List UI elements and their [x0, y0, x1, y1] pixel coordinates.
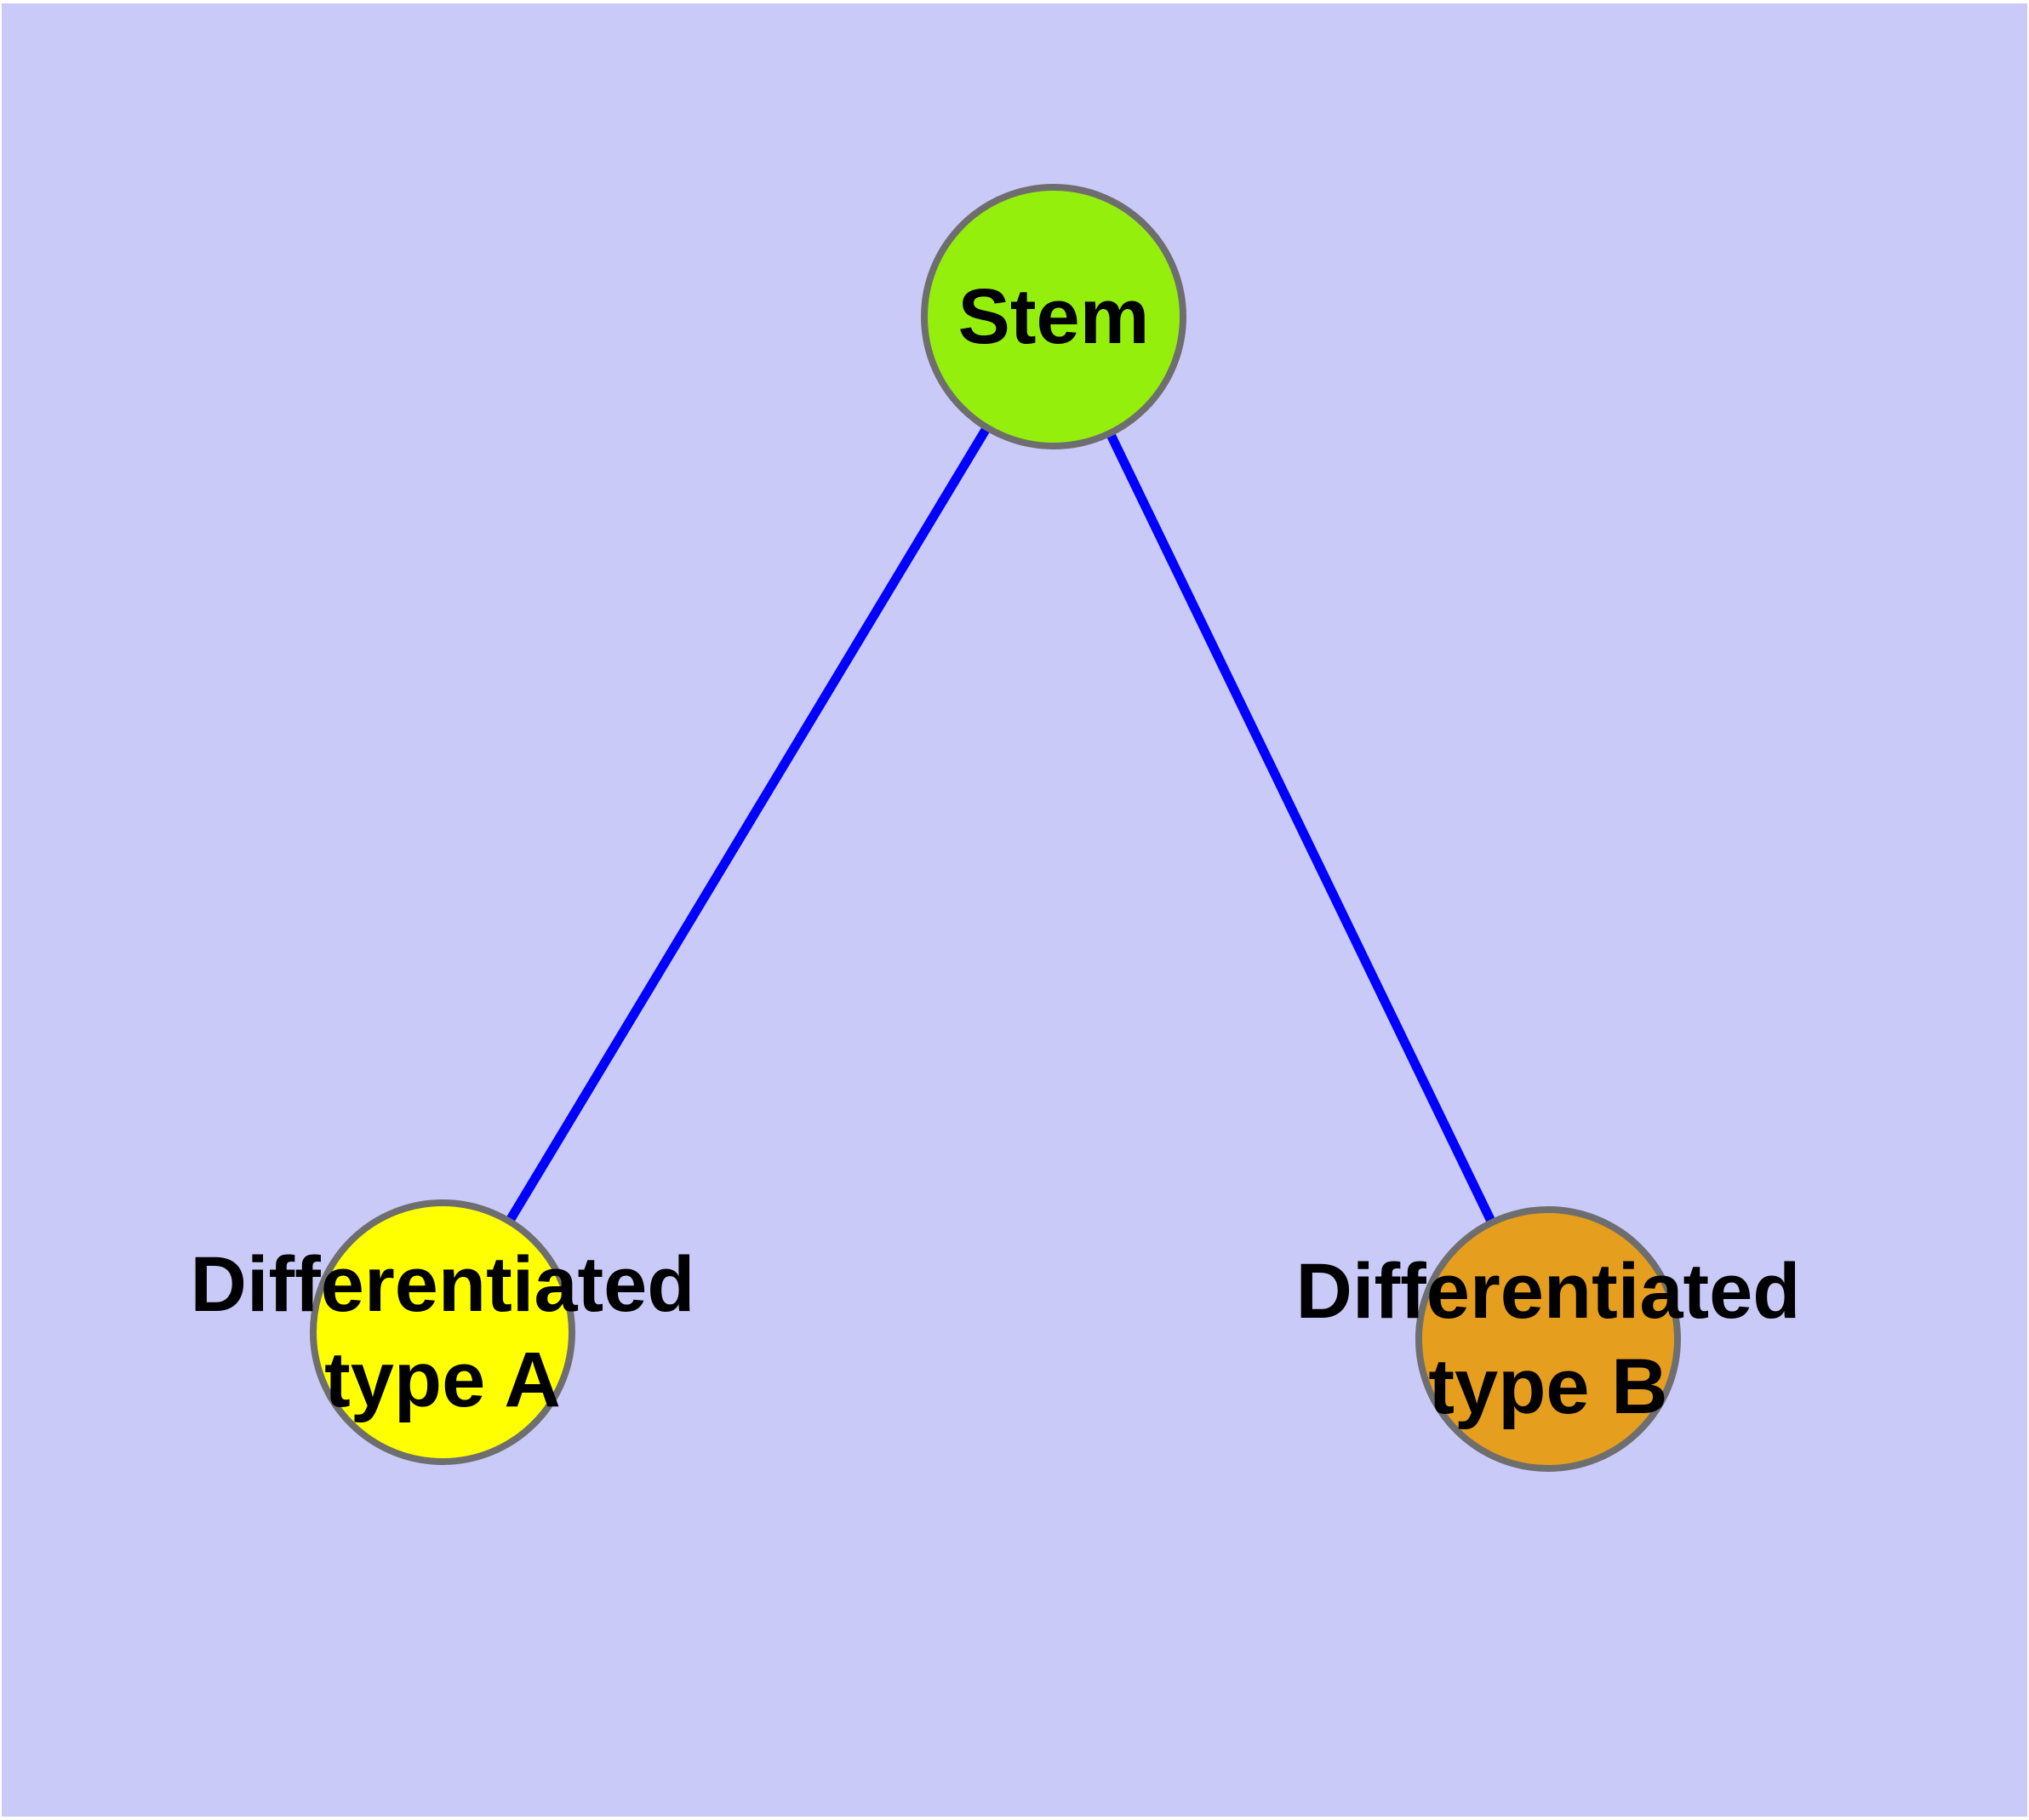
node-type-b-circle: [1415, 1206, 1681, 1472]
edge-stem-to-type-a: [438, 314, 1058, 1335]
edge-stem-to-type-b: [1049, 314, 1552, 1342]
node-stem-circle: [921, 184, 1186, 449]
node-type-a-circle: [310, 1199, 575, 1465]
